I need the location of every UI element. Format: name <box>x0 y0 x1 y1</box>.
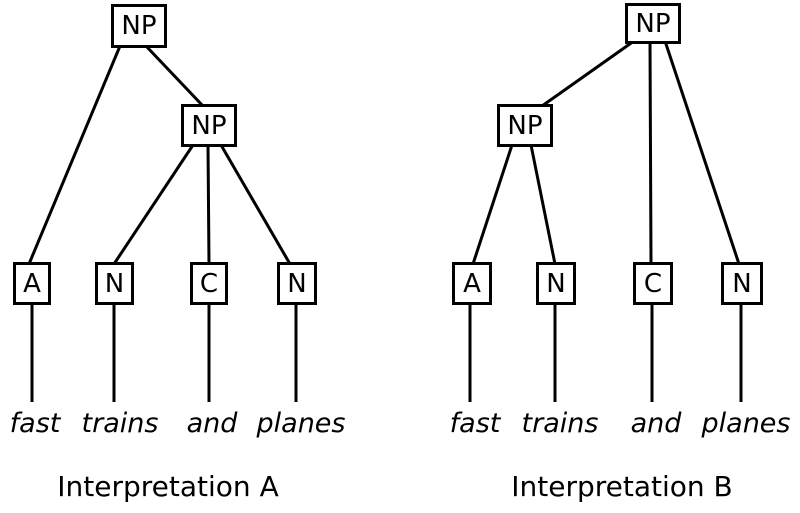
tree-b-word-planes: planes <box>701 408 791 439</box>
edge-b-root-to-inner-np <box>541 39 635 108</box>
tree-b-word-trains: trains <box>521 408 599 439</box>
tree-a-caption: Interpretation A <box>57 470 279 503</box>
edge-b-inner-to-leaf-n1 <box>529 144 557 265</box>
tree-b-leaf-c-node: C <box>633 262 673 305</box>
tree-b-word-fast: fast <box>449 408 501 439</box>
edge-a-root-to-leaf-a <box>27 45 122 265</box>
tree-a-word-trains: trains <box>81 408 159 439</box>
edge-a-inner-to-leaf-n2 <box>219 144 292 265</box>
edge-b-root-to-leaf-n2 <box>663 40 741 265</box>
tree-a-root-np-node: NP <box>111 4 167 48</box>
tree-a-word-fast: fast <box>9 408 61 439</box>
tree-b-inner-np-node: NP <box>497 104 553 147</box>
edge-b-inner-to-leaf-a <box>471 144 514 265</box>
tree-b-leaf-n2-node: N <box>721 262 763 305</box>
tree-a-leaf-a-node: A <box>13 262 51 305</box>
edge-a-inner-to-leaf-n1 <box>112 144 195 265</box>
edge-a-root-to-inner-np <box>144 44 205 108</box>
tree-b-root-np-node: NP <box>625 3 681 44</box>
tree-a-inner-np-node: NP <box>181 104 237 147</box>
tree-a-leaf-c-node: C <box>190 262 228 305</box>
tree-a-leaf-n2-node: N <box>277 262 317 305</box>
tree-b-caption: Interpretation B <box>511 470 733 503</box>
edge-b-root-to-leaf-c <box>648 40 653 265</box>
edge-a-inner-to-leaf-c <box>206 144 211 265</box>
tree-a-leaf-n1-node: N <box>95 262 134 305</box>
tree-a-word-planes: planes <box>256 408 346 439</box>
tree-b-word-and: and <box>630 408 682 439</box>
tree-b-leaf-a-node: A <box>452 262 492 305</box>
tree-a-word-and: and <box>186 408 238 439</box>
tree-b-leaf-n1-node: N <box>536 262 576 305</box>
